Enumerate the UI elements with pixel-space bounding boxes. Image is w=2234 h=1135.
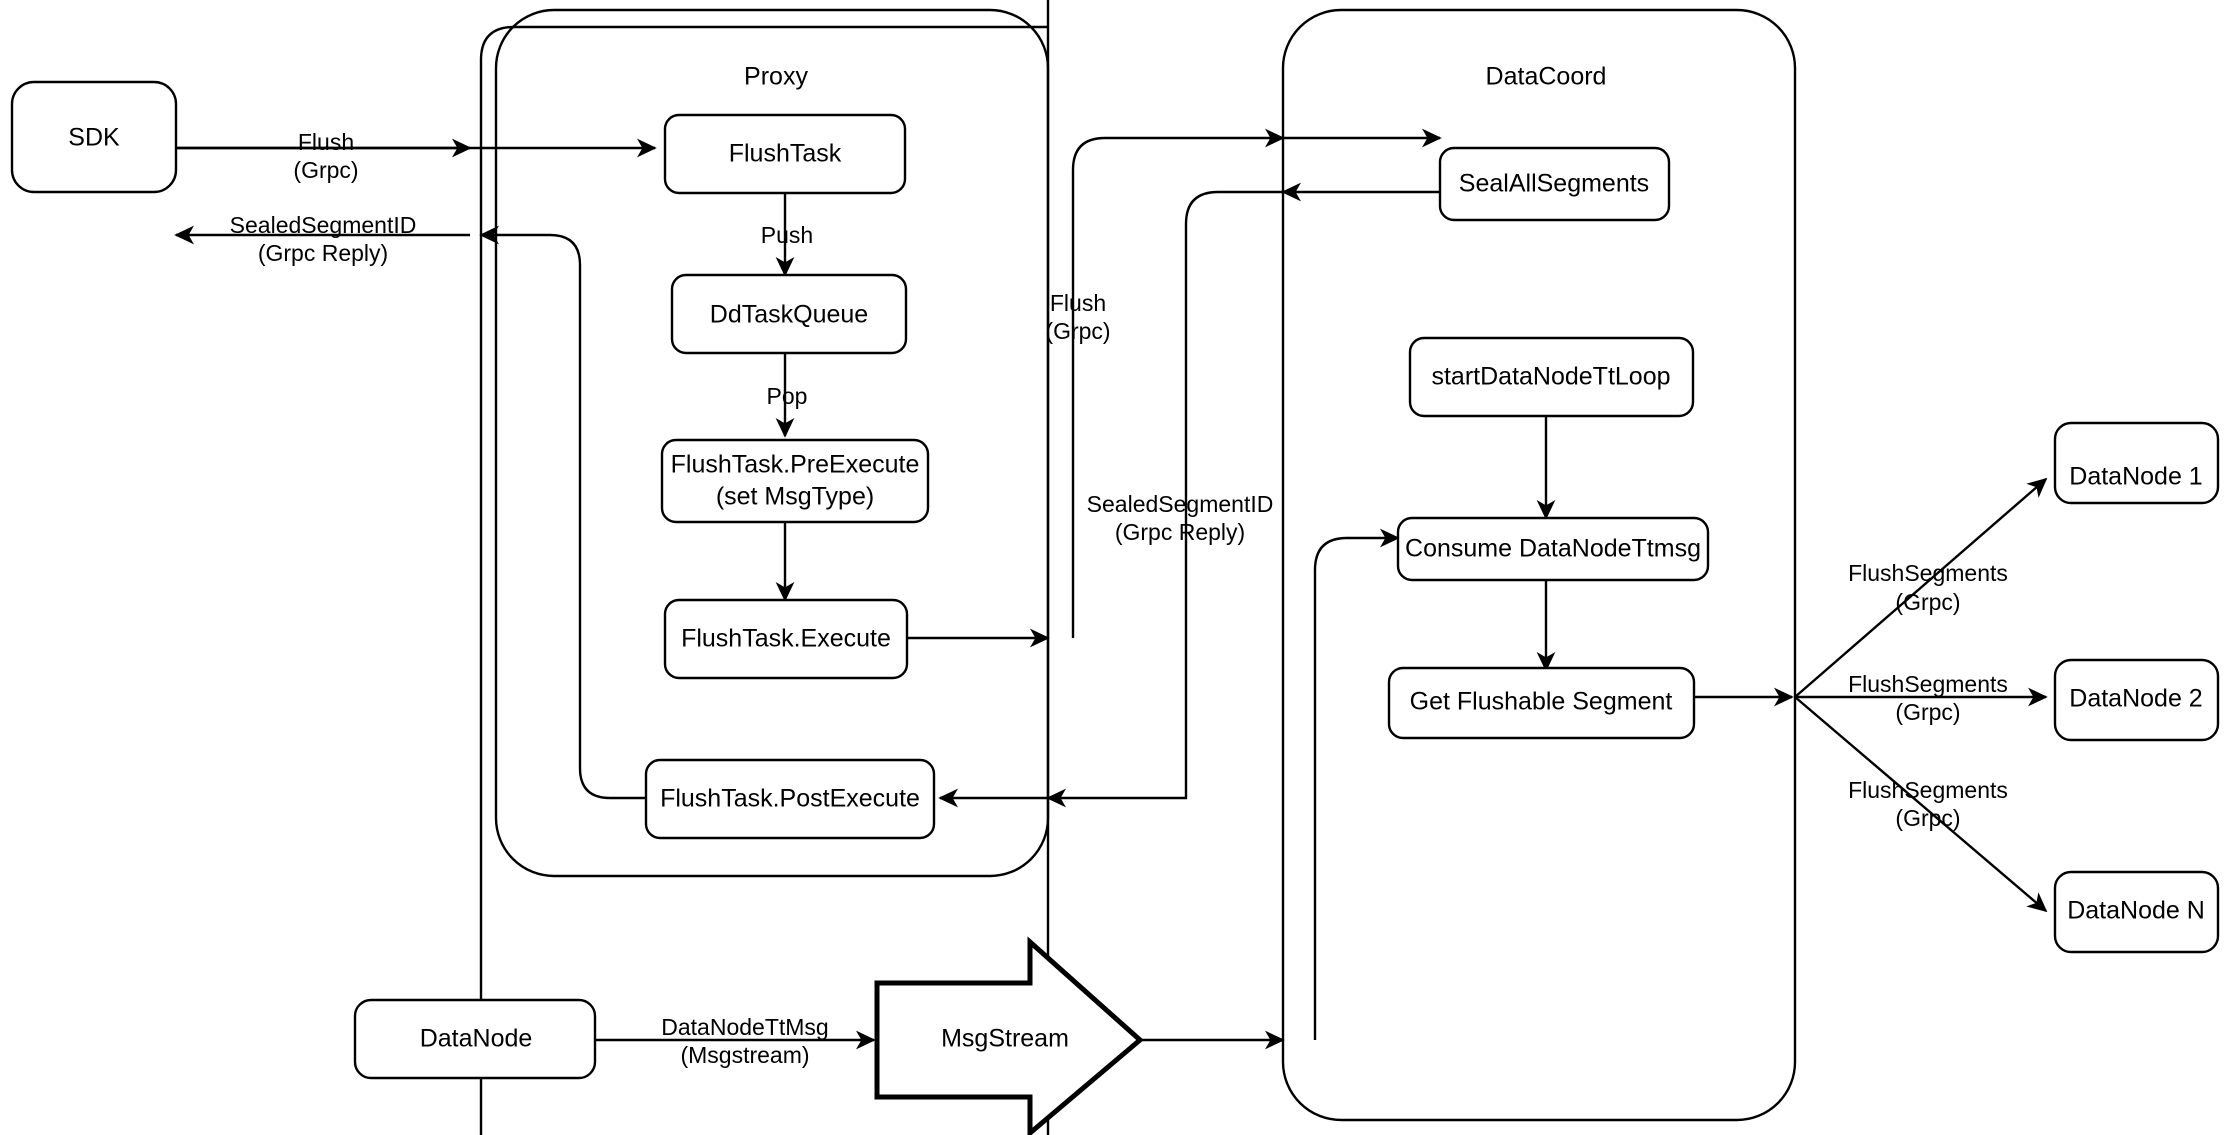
coord-reply-label-line2: (Grpc Reply) — [1115, 519, 1245, 545]
consume-datanodettmsg-box[interactable] — [1396, 516, 1710, 582]
edge-flush-rail-up — [1071, 128, 1285, 638]
flush-grpc-label-line1: Flush — [298, 129, 354, 155]
ddtaskqueue-box[interactable] — [670, 273, 908, 355]
node-datanode-2[interactable]: DataNode 2 — [2053, 658, 2220, 742]
flushtask-label: FlushTask — [729, 140, 842, 168]
postexecute-box[interactable] — [644, 758, 936, 840]
msgstream-label: MsgStream — [941, 1025, 1069, 1053]
label-flushsegments-1: FlushSegments (Grpc) — [1848, 560, 2008, 615]
node-sealallsegments[interactable]: SealAllSegments — [1438, 146, 1671, 222]
datanode-n-label: DataNode N — [2067, 897, 2205, 925]
edge-postexecute-to-sdk-rail — [479, 225, 646, 800]
flush-grpc-label-line2: (Grpc) — [293, 157, 358, 183]
pop-label: Pop — [767, 383, 808, 409]
label-proxy-to-coord-flush: Flush (Grpc) — [1045, 290, 1110, 344]
execute-label: FlushTask.Execute — [681, 625, 891, 653]
datanode-source-box[interactable] — [353, 998, 597, 1080]
flushsegments-n-label-line2: (Grpc) — [1895, 805, 1960, 831]
datacoord-container-box — [1281, 8, 1797, 1122]
sdk-label: SDK — [68, 124, 120, 152]
node-flushtask[interactable]: FlushTask — [663, 113, 907, 195]
sdk-box[interactable] — [10, 80, 178, 194]
datanode-2-label: DataNode 2 — [2069, 685, 2202, 713]
flushsegments-2-label-line2: (Grpc) — [1895, 699, 1960, 725]
node-datanode-1[interactable]: DataNode 1 — [2053, 421, 2220, 505]
flushsegments-1-label-line2: (Grpc) — [1895, 589, 1960, 615]
label-coord-to-proxy-reply: SealedSegmentID (Grpc Reply) — [1087, 491, 1274, 545]
startdatanodettloop-label: startDataNodeTtLoop — [1431, 363, 1670, 391]
consume-datanodettmsg-label: Consume DataNodeTtmsg — [1405, 535, 1701, 563]
coord-reply-label-line1: SealedSegmentID — [1087, 491, 1274, 517]
label-proxy-to-sdk: SealedSegmentID (Grpc Reply) — [230, 212, 417, 266]
datanode-ttmsg-label-line1: DataNodeTtMsg — [661, 1014, 828, 1040]
node-consume-datanodettmsg[interactable]: Consume DataNodeTtmsg — [1396, 516, 1710, 582]
flushsegments-n-label-line1: FlushSegments — [1848, 777, 2008, 803]
node-startdatanodettloop[interactable]: startDataNodeTtLoop — [1408, 336, 1695, 418]
datanode-1-box[interactable] — [2053, 421, 2220, 505]
preexecute-label-line2: (set MsgType) — [716, 483, 874, 511]
datanode-source-label: DataNode — [420, 1025, 533, 1053]
datanode-n-box[interactable] — [2053, 870, 2220, 954]
node-ddtaskqueue[interactable]: DdTaskQueue — [670, 273, 908, 355]
sealallsegments-label: SealAllSegments — [1459, 170, 1649, 198]
preexecute-label-line1: FlushTask.PreExecute — [671, 451, 920, 479]
push-label: Push — [761, 222, 813, 248]
label-datanode-ttmsg: DataNodeTtMsg (Msgstream) — [661, 1014, 828, 1068]
execute-box[interactable] — [663, 598, 909, 680]
label-flushsegments-n: FlushSegments (Grpc) — [1848, 777, 2008, 831]
edge-coord-reply-rail-down — [1046, 190, 1283, 808]
container-datacoord: DataCoord — [1281, 8, 1797, 1122]
node-datanode-n[interactable]: DataNode N — [2053, 870, 2220, 954]
edge-msgstream-rail-to-consume — [1313, 528, 1400, 1040]
node-msgstream[interactable]: MsgStream — [874, 936, 1144, 1135]
ddtaskqueue-label: DdTaskQueue — [710, 301, 868, 329]
label-flushsegments-2: FlushSegments (Grpc) — [1848, 671, 2008, 725]
get-flushable-segment-box[interactable] — [1387, 666, 1696, 740]
node-sdk[interactable]: SDK — [10, 80, 178, 194]
startdatanodettloop-box[interactable] — [1408, 336, 1695, 418]
flushsegments-2-label-line1: FlushSegments — [1848, 671, 2008, 697]
get-flushable-segment-label: Get Flushable Segment — [1410, 688, 1673, 716]
edge-flushsegments-to-datanode1 — [1794, 477, 2048, 698]
datacoord-container-label: DataCoord — [1486, 63, 1607, 91]
datanode-1-label: DataNode 1 — [2069, 463, 2202, 491]
node-flushtask-execute[interactable]: FlushTask.Execute — [663, 598, 909, 680]
coord-flush-label-line2: (Grpc) — [1045, 318, 1110, 344]
node-datanode-source[interactable]: DataNode — [353, 998, 597, 1080]
coord-flush-label-line1: Flush — [1050, 290, 1106, 316]
node-flushtask-preexecute[interactable]: FlushTask.PreExecute (set MsgType) — [660, 438, 930, 524]
preexecute-box[interactable] — [660, 438, 930, 524]
flushsegments-1-label-line1: FlushSegments — [1848, 560, 2008, 586]
proxy-container-label: Proxy — [744, 63, 808, 91]
postexecute-label: FlushTask.PostExecute — [660, 785, 920, 813]
edge-proxy-rail-top-curve — [479, 25, 1048, 61]
sealedsegmentid-reply-label-line1: SealedSegmentID — [230, 212, 417, 238]
node-get-flushable-segment[interactable]: Get Flushable Segment — [1387, 666, 1696, 740]
label-sdk-to-proxy: Flush (Grpc) — [293, 129, 358, 183]
edge-flushsegments-to-datanoden — [1794, 696, 2048, 913]
sealedsegmentid-reply-label-line2: (Grpc Reply) — [258, 240, 388, 266]
node-flushtask-postexecute[interactable]: FlushTask.PostExecute — [644, 758, 936, 840]
datanode-2-box[interactable] — [2053, 658, 2220, 742]
msgstream-arrow-shape[interactable] — [874, 936, 1144, 1135]
datanode-ttmsg-label-line2: (Msgstream) — [680, 1042, 809, 1068]
flushtask-box[interactable] — [663, 113, 907, 195]
sealallsegments-box[interactable] — [1438, 146, 1671, 222]
